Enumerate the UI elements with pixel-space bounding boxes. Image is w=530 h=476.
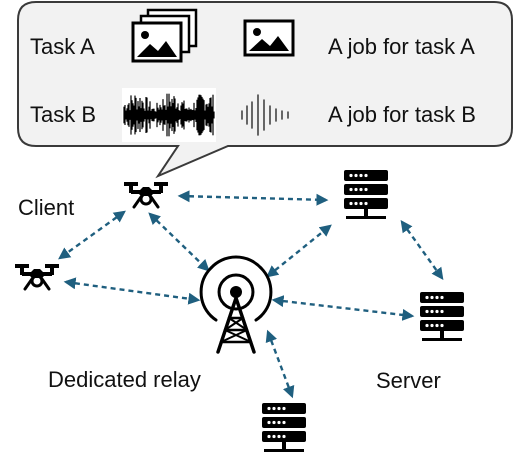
link-drone-relay (63, 277, 201, 305)
server-label: Server (376, 368, 441, 393)
drone-icon (13, 262, 61, 291)
audio-waveform-icon (122, 88, 216, 142)
task-b-job-label: A job for task B (328, 102, 476, 127)
task-a-job-label: A job for task A (328, 34, 475, 59)
client-label: Client (18, 195, 75, 220)
image-icon (243, 19, 295, 57)
server-rack-icon-bottom (262, 403, 306, 452)
link-client-drone (58, 210, 126, 260)
link-relay-bottomserver (265, 329, 295, 399)
link-topserver-rightserver (400, 220, 444, 280)
link-client-relay (148, 212, 210, 272)
link-client-topserver (177, 190, 329, 206)
task-b-label: Task B (30, 102, 97, 127)
network-links (58, 190, 444, 399)
stacked-images-icon (131, 8, 198, 63)
relay-label: Dedicated relay (48, 367, 201, 392)
server-rack-icon-top (344, 170, 388, 219)
task-a-label: Task A (30, 34, 95, 59)
server-rack-icon-right (420, 292, 464, 341)
audio-snippet-icon (241, 94, 289, 136)
link-relay-topserver (266, 224, 332, 278)
client-drone-icon (122, 180, 170, 209)
link-relay-rightserver (271, 295, 415, 321)
radio-tower-icon (199, 255, 273, 354)
